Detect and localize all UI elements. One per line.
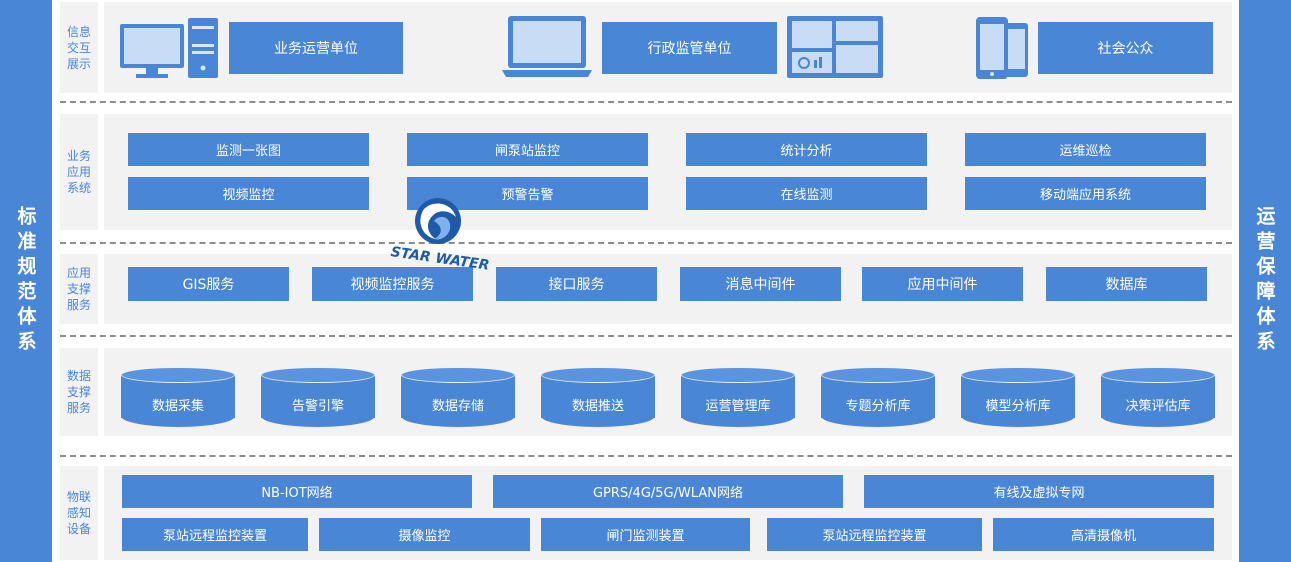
data-cylinder-topic-analysis-db: 专题分析库: [821, 367, 935, 427]
app-box-video-monitoring: 视频监控: [128, 177, 369, 210]
layer-panel-app-support: [104, 254, 1232, 324]
layer-label-info-display: 信息交互展示: [60, 2, 98, 93]
network-box-nb-iot: NB-IOT网络: [122, 475, 472, 508]
star-water-logo: STAR WATER: [390, 195, 490, 275]
data-cylinder-push: 数据推送: [541, 367, 655, 427]
data-cylinder-label: 数据推送: [571, 399, 624, 414]
data-cylinder-decision-eval-db: 决策评估库: [1101, 367, 1215, 427]
service-box-app-middleware: 应用中间件: [862, 267, 1023, 301]
standards-system-label: 标准规范体系: [14, 206, 37, 356]
app-box-mobile-app: 移动端应用系统: [965, 177, 1206, 210]
data-cylinder-label: 决策评估库: [1125, 399, 1191, 414]
service-box-database: 数据库: [1046, 267, 1207, 301]
device-box-gate-monitor: 闸门监测装置: [541, 518, 750, 551]
layer-label-iot-devices: 物联感知设备: [60, 466, 98, 560]
data-cylinder-storage: 数据存储: [401, 367, 515, 427]
desktop-computer-icon: [118, 18, 223, 80]
info-box-administrative-regulator: 行政监管单位: [602, 22, 777, 74]
info-box-public: 社会公众: [1038, 22, 1213, 74]
layer-panel-business-apps: [104, 114, 1232, 230]
service-box-video-monitoring: 视频监控服务: [312, 267, 473, 301]
data-cylinder-operations-db: 运营管理库: [681, 367, 795, 427]
data-cylinder-label: 数据采集: [151, 399, 204, 414]
layer-separator: [60, 335, 1232, 337]
data-cylinder-alarm-engine: 告警引擎: [261, 367, 375, 427]
device-box-camera-monitoring: 摄像监控: [319, 518, 530, 551]
data-cylinder-label: 数据存储: [431, 399, 484, 414]
app-box-maintenance-patrol: 运维巡检: [965, 133, 1206, 166]
app-box-early-warning: 预警告警: [407, 177, 648, 210]
layer-separator: [60, 242, 1232, 244]
layer-label-app-support: 应用支撑服务: [60, 254, 98, 324]
app-box-online-monitoring: 在线监测: [686, 177, 927, 210]
service-box-interface: 接口服务: [496, 267, 657, 301]
device-box-hd-camera: 高清摄像机: [993, 518, 1214, 551]
dashboard-screen-icon: [787, 16, 883, 78]
app-box-monitoring-map: 监测一张图: [128, 133, 369, 166]
app-box-statistics: 统计分析: [686, 133, 927, 166]
service-box-message-middleware: 消息中间件: [680, 267, 841, 301]
layer-separator: [60, 455, 1232, 457]
laptop-icon: [502, 16, 592, 78]
data-cylinder-label: 专题分析库: [845, 399, 911, 414]
data-cylinder-label: 告警引擎: [291, 399, 344, 414]
layer-separator: [60, 101, 1232, 103]
data-cylinder-label: 运营管理库: [705, 399, 771, 414]
network-box-wired-vpn: 有线及虚拟专网: [864, 475, 1214, 508]
operations-support-pillar: 运营保障体系: [1239, 0, 1291, 562]
app-box-gate-pump-control: 闸泵站监控: [407, 133, 648, 166]
standards-system-pillar: 标准规范体系: [0, 0, 52, 562]
data-cylinder-collection: 数据采集: [121, 367, 235, 427]
data-cylinder-model-analysis-db: 模型分析库: [961, 367, 1075, 427]
layer-label-business-apps: 业务应用系统: [60, 114, 98, 230]
operations-support-label: 运营保障体系: [1253, 206, 1276, 356]
data-cylinder-label: 模型分析库: [985, 399, 1051, 414]
info-box-business-operator: 业务运营单位: [229, 22, 403, 74]
device-box-pump-remote-monitor-2: 泵站远程监控装置: [767, 518, 982, 551]
network-box-cellular-wlan: GPRS/4G/5G/WLAN网络: [493, 475, 843, 508]
layer-label-data-support: 数据支撑服务: [60, 348, 98, 436]
service-box-gis: GIS服务: [128, 267, 289, 301]
device-box-pump-remote-monitor: 泵站远程监控装置: [122, 518, 308, 551]
mobile-devices-icon: [974, 17, 1028, 79]
